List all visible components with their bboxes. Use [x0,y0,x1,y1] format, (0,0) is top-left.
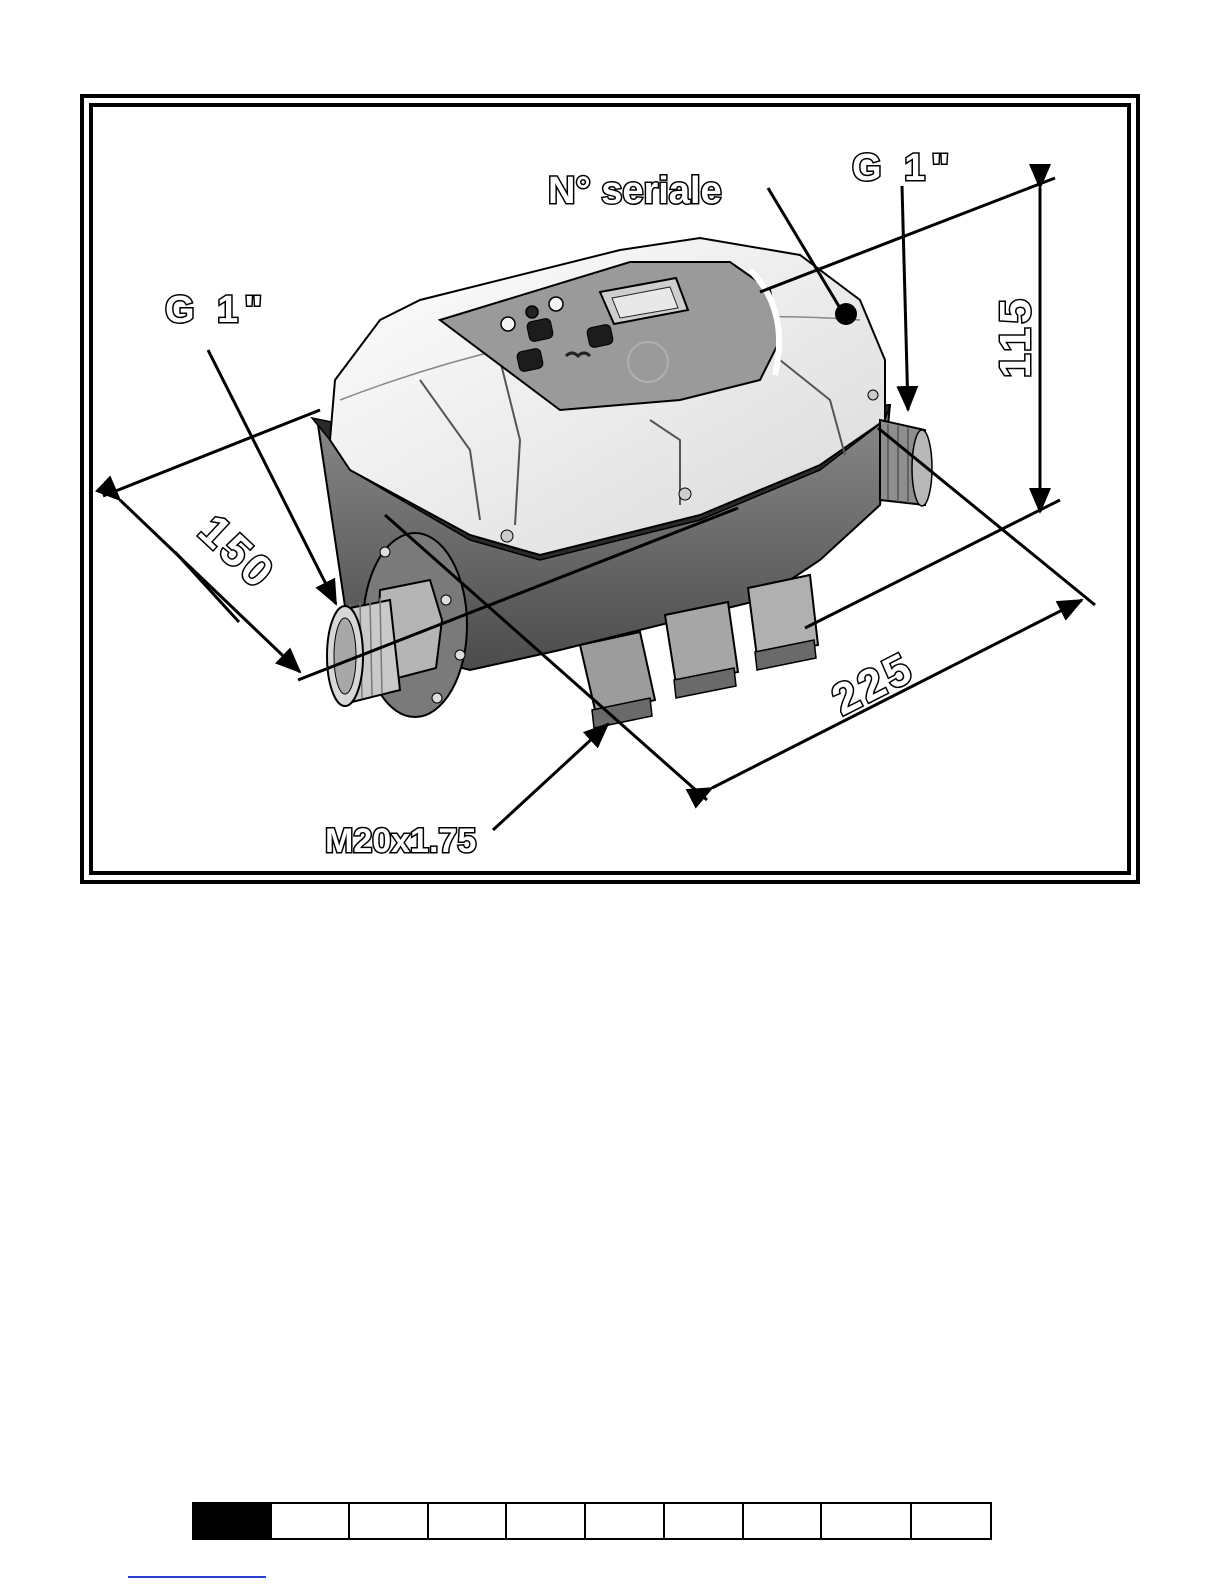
page-index-bar [192,1502,992,1540]
cable-gland [748,575,818,670]
label-inlet-thread: G 1" [165,289,268,331]
index-cell [194,1504,272,1538]
panel-button [526,318,554,343]
index-cell [350,1504,429,1538]
panel-button [516,348,544,373]
serial-marker-dot [835,303,857,325]
index-cell [912,1504,990,1538]
index-cell [586,1504,665,1538]
cable-gland [665,602,738,698]
label-dim-115: 115 [991,295,1040,378]
panel-button [586,324,614,349]
index-cell [272,1504,350,1538]
label-cable-gland: M20x1.75 [325,822,476,860]
footer-link-rule [128,1576,266,1578]
led-indicator [501,317,515,331]
outlet-connector [880,420,932,506]
leader-outlet-thread [902,186,908,410]
index-cell [744,1504,822,1538]
label-dim-225: 225 [824,642,922,724]
index-cell [507,1504,586,1538]
led-indicator [526,306,538,318]
index-cell [822,1504,912,1538]
index-cell [665,1504,744,1538]
index-cell [429,1504,507,1538]
leader-cable-gland [493,724,608,830]
label-outlet-thread: G 1" [852,147,955,189]
device-drawing: G 1" G 1" N° seriale M20x1.75 150 225 11… [0,0,1225,900]
led-indicator [549,297,563,311]
cable-gland [580,632,655,728]
label-serial-number: N° seriale [548,170,722,212]
